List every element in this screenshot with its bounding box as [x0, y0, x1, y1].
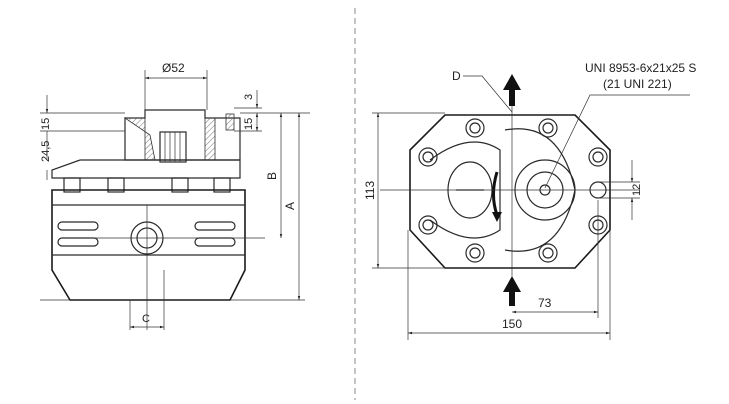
dim-24-5: 24,5: [40, 141, 52, 162]
rotation-arrow-icon: [492, 171, 499, 216]
front-view-dimensions: D UNI 8953-6x21x25 S (21 UNI 221) 113 12…: [363, 61, 696, 340]
bolt-heads: [63, 177, 231, 193]
spline-spec-line1: UNI 8953-6x21x25 S: [585, 61, 696, 75]
dim-12: 12: [631, 184, 643, 196]
side-view-dimensions: Ø52 15 24,5 3 15 B A C: [40, 61, 310, 330]
label-B: B: [265, 172, 279, 180]
bolt-holes: [418, 118, 608, 263]
label-A: A: [283, 202, 297, 210]
label-C: C: [142, 313, 150, 325]
side-view: [51, 109, 265, 330]
dim-diameter-52: Ø52: [162, 61, 185, 75]
dim-3: 3: [243, 94, 255, 100]
dim-15-right: 15: [243, 118, 255, 130]
dim-113: 113: [363, 181, 377, 200]
spline-spec-line2: (21 UNI 221): [603, 77, 672, 91]
label-D: D: [452, 69, 461, 83]
dim-15-left: 15: [40, 118, 52, 130]
flow-arrow-down-icon: [503, 276, 521, 306]
flow-arrow-up-icon: [503, 74, 521, 106]
dim-73: 73: [538, 296, 552, 310]
dim-150: 150: [502, 317, 522, 331]
front-view: [380, 74, 640, 306]
